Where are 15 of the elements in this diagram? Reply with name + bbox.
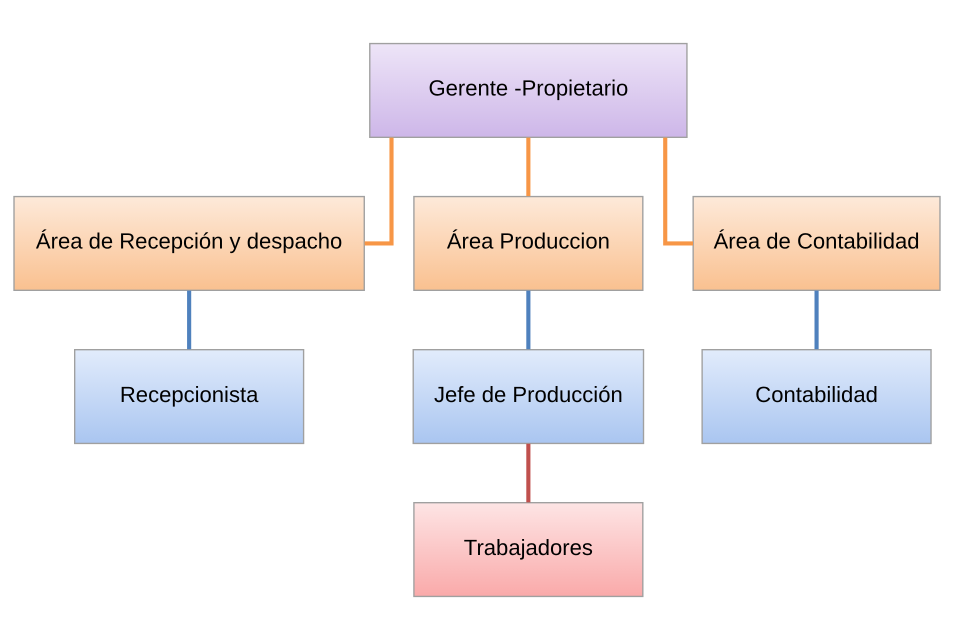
connector (663, 137, 693, 246)
node-box: Gerente -Propietario (369, 42, 688, 138)
node-box: Trabajadores (413, 502, 644, 597)
connector (187, 290, 192, 349)
node-box: Jefe de Producción (412, 348, 644, 444)
node-box: Recepcionista (74, 348, 304, 444)
node-box: Contabilidad (701, 348, 932, 444)
connector (364, 137, 394, 246)
connector (526, 290, 530, 349)
node-box: Área de Recepción y despacho (13, 195, 365, 291)
node-box: Área Produccion (413, 195, 644, 291)
connector (814, 290, 819, 349)
node-box: Área de Contabilidad (692, 195, 941, 291)
connector (526, 137, 530, 196)
connector (526, 443, 530, 502)
